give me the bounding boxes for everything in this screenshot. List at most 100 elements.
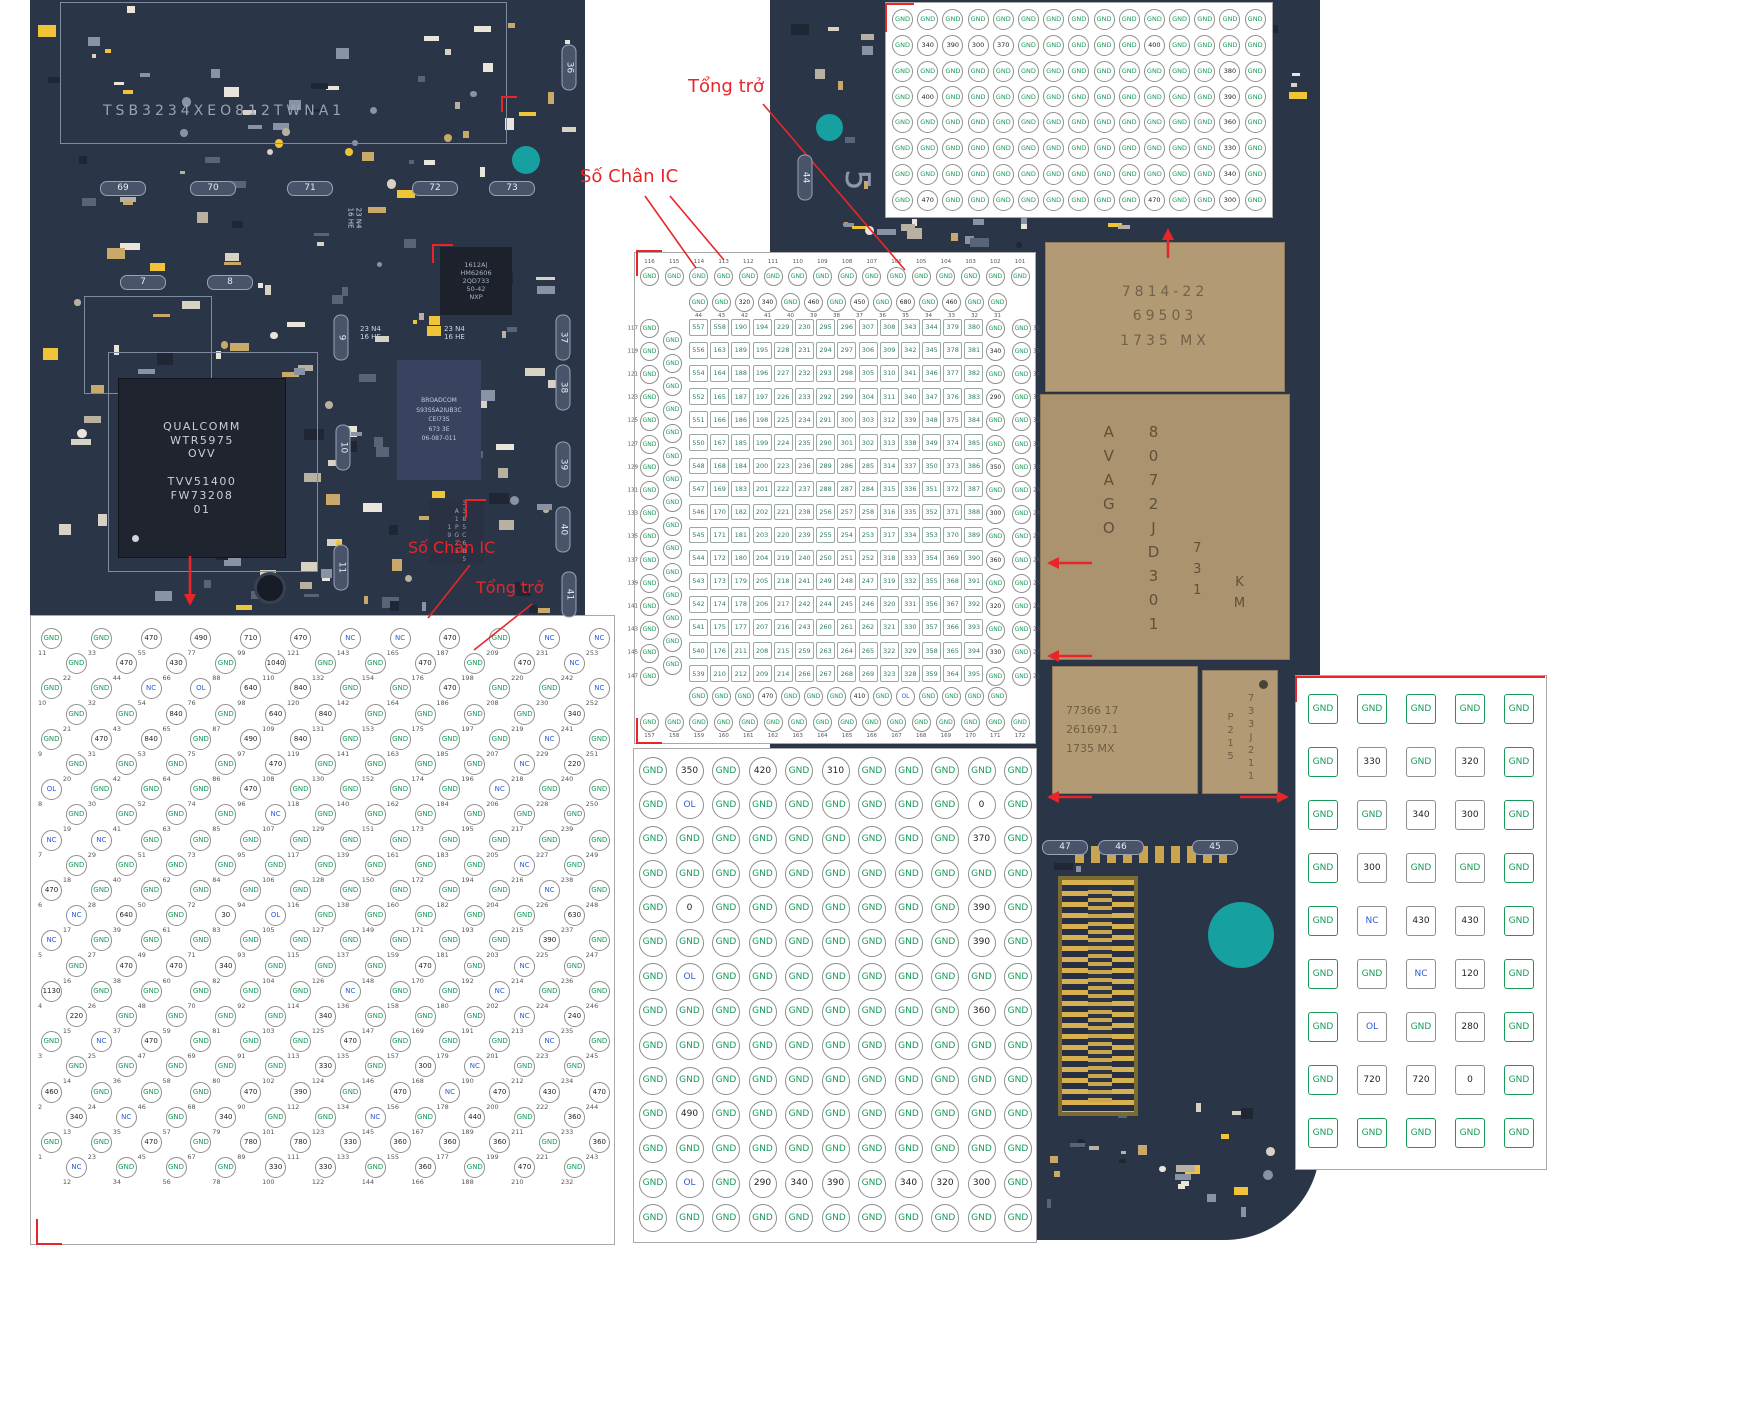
pin-label: GND xyxy=(861,903,883,914)
smd-component xyxy=(149,263,166,272)
pin-label: 390 xyxy=(972,903,991,914)
ic-marking-line: 16 HE xyxy=(360,333,381,342)
pin-label: GND xyxy=(1007,834,1029,845)
pin-label: NC xyxy=(544,886,555,894)
pin-label: 360 xyxy=(1223,118,1237,127)
pin-label: NC xyxy=(519,1012,530,1020)
pin-gnd: GND xyxy=(1194,60,1216,82)
smd-component xyxy=(265,285,271,296)
pin-number: 169 xyxy=(940,733,952,739)
shield-badge: 46 xyxy=(1098,840,1144,855)
pin-number: 35 xyxy=(902,313,909,319)
pin-gnd: GND xyxy=(675,997,704,1026)
pin-number: 98 xyxy=(237,699,246,708)
inner-pin: 315 xyxy=(879,480,899,498)
pin-label: GND xyxy=(665,475,680,483)
pin-label: GND xyxy=(895,92,910,101)
pin-label: NC xyxy=(594,684,605,693)
smd-component xyxy=(911,218,917,227)
inner-pin: 256 xyxy=(816,503,836,521)
shield-badge: 39 xyxy=(555,441,571,488)
pin-gnd: GND xyxy=(1308,747,1338,777)
shield-badge: 41 xyxy=(561,571,577,618)
pin-gnd: GND xyxy=(919,687,938,706)
smd-component xyxy=(138,368,155,374)
pin-label: 390 xyxy=(542,936,557,945)
pin-label: GND xyxy=(43,634,60,642)
inner-pin: 375 xyxy=(943,411,963,428)
pin-gnd: GND xyxy=(942,163,964,185)
pin-label: GND xyxy=(267,961,284,970)
pin-label: 30 xyxy=(221,911,231,920)
smd-component xyxy=(1054,862,1074,870)
chip-text: KM xyxy=(1232,575,1247,617)
smd-component xyxy=(862,46,873,56)
pin-nc: NC xyxy=(1357,906,1387,936)
smd-component xyxy=(127,5,136,13)
inner-pin: 226 xyxy=(773,388,793,405)
pin-number: 83 xyxy=(212,926,221,935)
pin-number: 121 xyxy=(287,649,300,657)
pin-gnd: GND xyxy=(1308,694,1338,724)
pin-label: GND xyxy=(898,868,919,879)
pin-gnd: GND xyxy=(1308,1065,1338,1095)
pin-number: 67 xyxy=(187,1153,196,1161)
chip-text: 8072JD301 xyxy=(1144,423,1163,639)
pin-gnd: GND xyxy=(1406,747,1436,777)
pin-number: 77 xyxy=(187,649,196,657)
chip-text: 69503 xyxy=(1132,308,1198,325)
pin-gnd: GND xyxy=(942,9,964,30)
pin-label: GND xyxy=(752,1109,773,1120)
inner-pin: 205 xyxy=(752,573,772,590)
pin-value: 300 xyxy=(1219,189,1241,211)
pin-label: 470 xyxy=(144,634,158,642)
pin-value: 120 xyxy=(1455,959,1485,989)
pin-label: GND xyxy=(934,1040,956,1051)
pin-gnd: GND xyxy=(894,1135,923,1164)
pin-label: 370 xyxy=(972,834,991,845)
pin-gnd: GND xyxy=(942,60,964,82)
pin-number: 125 xyxy=(627,417,639,424)
pin-label: 680 xyxy=(899,298,912,306)
pin-gnd: GND xyxy=(931,997,959,1026)
pin-number: 139 xyxy=(627,579,639,586)
pin-label: GND xyxy=(665,406,680,414)
pin-label: GND xyxy=(939,718,953,726)
pin-label: GND xyxy=(118,1163,135,1172)
inner-pin: 351 xyxy=(922,480,942,498)
pin-label: GND xyxy=(665,336,680,344)
pin-number: 165 xyxy=(841,733,853,739)
pin-label: GND xyxy=(416,860,434,869)
inner-pin: 212 xyxy=(731,665,751,682)
pin-number: 180 xyxy=(436,1001,449,1010)
pin-label: 220 xyxy=(567,760,582,768)
pin-gnd: GND xyxy=(1504,959,1534,989)
pin-value: 300 xyxy=(986,504,1005,524)
pin-label: GND xyxy=(788,868,810,879)
pin-label: GND xyxy=(715,1143,737,1154)
pin-label: GND xyxy=(143,986,160,995)
pin-label: GND xyxy=(971,971,992,982)
pin-gnd: GND xyxy=(748,1204,777,1233)
pin-gnd: GND xyxy=(1455,1118,1485,1148)
pin-gnd: GND xyxy=(712,1169,740,1198)
pin-label: GND xyxy=(1121,195,1137,204)
pin-number: 192 xyxy=(461,976,474,985)
pin-label: 780 xyxy=(293,1138,308,1146)
inner-pin: 540 xyxy=(689,642,708,659)
pin-label: NC xyxy=(71,1163,82,1172)
smd-component xyxy=(304,108,325,113)
smd-component xyxy=(426,326,442,337)
